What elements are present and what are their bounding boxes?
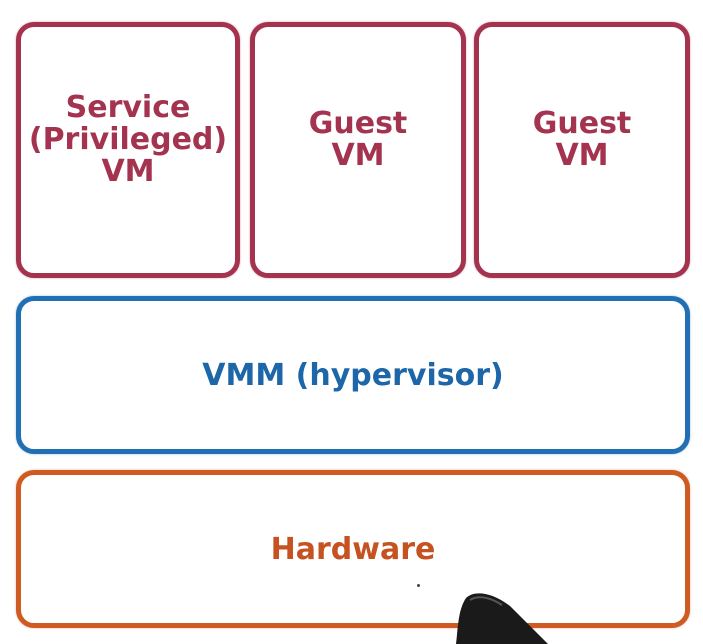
hardware-label: Hardware [270,531,436,567]
guest-vm-box-2: Guest VM [474,22,690,278]
guest-vm-1-label-line-1: Guest [308,106,408,141]
service-vm-label-line-1: Service [65,90,191,125]
guest-vm-2-label: Guest VM [533,108,632,172]
guest-vm-2-label-line-2: VM [555,138,609,173]
service-vm-label: Service (Privileged) VM [29,92,227,188]
pen-dot [417,584,420,587]
service-vm-label-line-3: VM [101,154,155,189]
vmm-label: VMM (hypervisor) [202,357,504,393]
vmm-hypervisor-box: VMM (hypervisor) [16,296,690,454]
guest-vm-1-label: Guest VM [309,108,408,172]
guest-vm-1-label-line-2: VM [331,138,385,173]
pen-pointer-icon [456,593,548,644]
service-vm-box: Service (Privileged) VM [16,22,240,278]
guest-vm-box-1: Guest VM [250,22,466,278]
service-vm-label-line-2: (Privileged) [28,122,228,157]
hardware-box: Hardware [16,470,690,628]
guest-vm-2-label-line-1: Guest [532,106,632,141]
